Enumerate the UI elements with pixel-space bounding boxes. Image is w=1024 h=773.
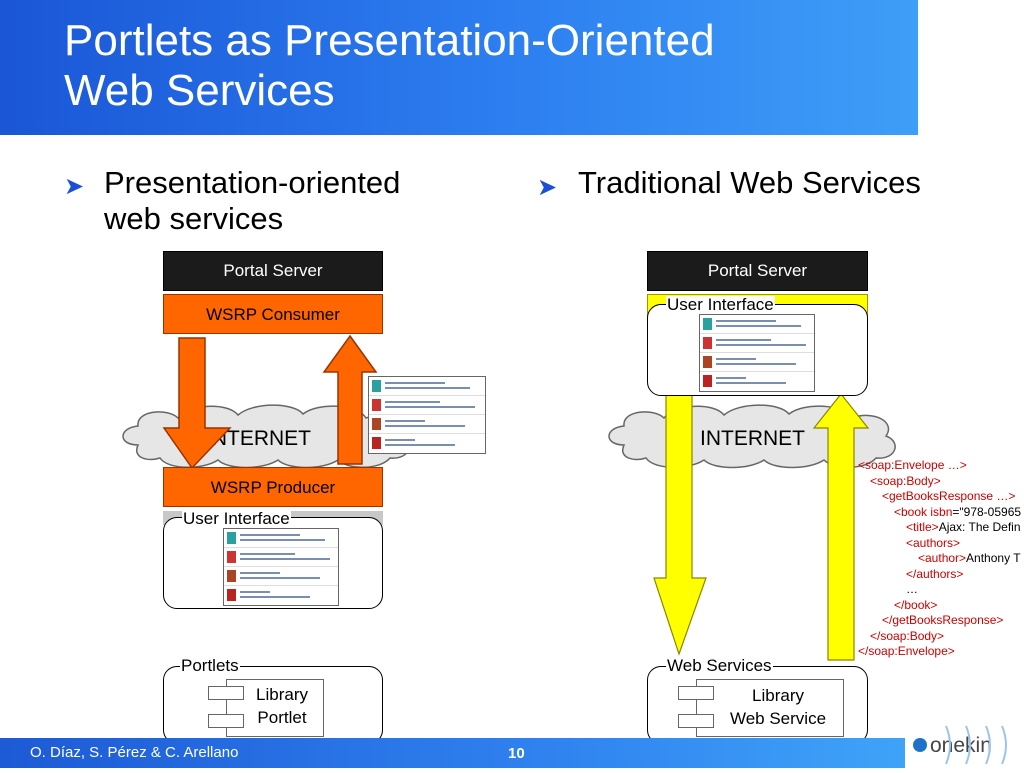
wsrp-producer: WSRP Producer: [163, 467, 383, 507]
slide-title-line1: Portlets as Presentation-Oriented: [64, 16, 715, 65]
bullet-arrow-icon: ➤: [64, 173, 85, 200]
module-port-icon: [678, 714, 714, 728]
left-bullet: Presentation-oriented web services: [104, 165, 400, 237]
module-port-icon: [208, 714, 244, 728]
left-ui-screenshot: [223, 528, 339, 606]
module-line2: Web Service: [729, 709, 827, 728]
right-bullet: Traditional Web Services: [578, 165, 921, 200]
xml-line: </book>: [894, 597, 938, 612]
footer-bar: [0, 738, 905, 768]
xml-line: </authors>: [906, 566, 964, 581]
soap-xml-snippet: <soap:Envelope …> <soap:Body> <getBooksR…: [858, 458, 1024, 660]
logo-text: onekin: [930, 734, 992, 757]
onekin-logo-icon: onekin: [913, 725, 1007, 765]
logo-area: onekin: [906, 722, 1024, 768]
portlet-markup-screenshot: [368, 376, 486, 454]
down-arrow-yellow: [653, 393, 707, 656]
bullet-arrow-icon: ➤: [537, 174, 558, 201]
xml-line: <author>Anthony T: [858, 551, 1024, 567]
web-services-label: Web Services: [666, 656, 773, 675]
xml-line: <getBooksResponse …>: [882, 489, 1016, 503]
module-line2: Portlet: [257, 708, 307, 727]
left-internet-label: INTERNET: [206, 427, 311, 450]
xml-line: </getBooksResponse>: [882, 613, 1004, 627]
right-ui-screenshot: [699, 314, 815, 392]
xml-line: </soap:Body>: [870, 628, 945, 643]
library-web-service-module: [696, 679, 844, 737]
module-port-icon: [678, 686, 714, 700]
xml-line: <soap:Envelope …>: [858, 458, 967, 472]
up-arrow-yellow: [812, 393, 870, 661]
wsrp-consumer: WSRP Consumer: [163, 294, 383, 334]
library-portlet-text: Library Portlet: [244, 683, 320, 729]
down-arrow-orange: [162, 337, 232, 470]
left-user-interface-label: User Interface: [182, 509, 291, 528]
right-internet-label: INTERNET: [700, 427, 805, 450]
up-arrow-orange: [322, 334, 378, 465]
xml-value: ="978-05965: [952, 504, 1022, 519]
xml-line: …: [906, 582, 918, 596]
module-line1: Library: [256, 685, 308, 704]
xml-value: Anthony T: [966, 551, 1021, 565]
right-portal-server: Portal Server: [647, 251, 868, 291]
left-bullet-line2: web services: [104, 201, 284, 236]
module-port-icon: [208, 686, 244, 700]
xml-value: Ajax: The Defin: [938, 520, 1021, 534]
portlets-label: Portlets: [180, 656, 240, 675]
xml-line: </soap:Envelope>: [858, 644, 955, 658]
footer-authors: O. Díaz, S. Pérez & C. Arellano: [30, 744, 239, 761]
xml-line: <authors>: [906, 535, 961, 550]
library-web-service-text: Library Web Service: [716, 684, 840, 730]
xml-tag: <book isbn: [894, 504, 953, 519]
xml-line: <title>Ajax: The Defin: [858, 520, 1024, 536]
left-portal-server: Portal Server: [163, 251, 383, 291]
xml-line: <book isbn="978-05965: [858, 505, 1024, 521]
xml-tag: <author>: [918, 551, 967, 565]
title-bar: [0, 0, 918, 135]
slide-title: Portlets as Presentation-Oriented Web Se…: [64, 16, 904, 116]
right-user-interface-label: User Interface: [666, 295, 775, 314]
xml-tag: <title>: [906, 520, 939, 534]
xml-line: <soap:Body>: [870, 473, 941, 488]
module-line1: Library: [752, 686, 804, 705]
left-bullet-line1: Presentation-oriented: [104, 165, 401, 200]
slide-title-line2: Web Services: [64, 66, 335, 115]
page-number: 10: [508, 745, 525, 762]
